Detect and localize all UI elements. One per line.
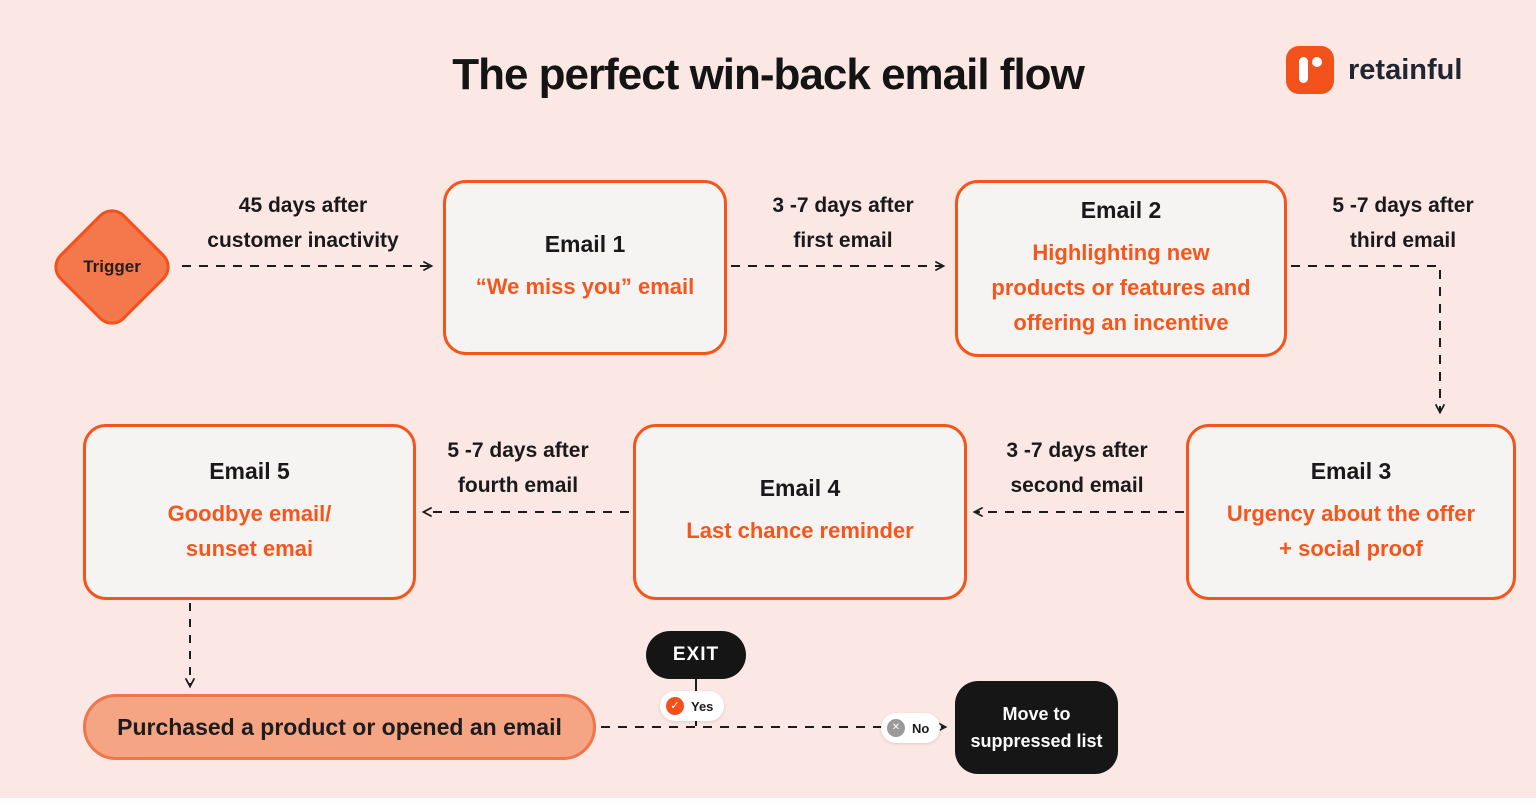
email-5-desc: Goodbye email/ sunset emai [167,500,332,561]
yes-check-icon: ✓ [666,697,684,715]
outcome-node: Purchased a product or opened an email [83,694,596,760]
suppressed-list-label: Move to suppressed list [970,704,1103,751]
email-5-node: Email 5 Goodbye email/ sunset emai [83,424,416,600]
exit-node: EXIT [646,631,746,679]
yes-label: Yes [691,698,714,714]
logo-r-dot [1312,57,1322,67]
arrow-email2-to-email3 [1291,265,1445,415]
no-badge: ✕ No [881,713,941,743]
trigger-node: Trigger [46,201,178,333]
retainful-logo: retainful [1286,46,1462,94]
email-1-desc: “We miss you” email [475,273,695,299]
no-cross-icon: ✕ [887,719,905,737]
email-3-desc: Urgency about the offer + social proof [1226,500,1476,561]
exit-label: EXIT [672,644,720,665]
brand-name: retainful [1348,53,1463,86]
email-1-node: Email 1 “We miss you” email [443,180,727,355]
connector-label-third-email: 5 -7 days after third email [1332,194,1474,253]
yes-badge: ✓ Yes [660,691,725,721]
email-4-title: Email 4 [759,475,841,502]
email-1-title: Email 1 [544,230,626,257]
logo-r-stem [1299,57,1308,83]
email-4-desc: Last chance reminder [686,518,914,544]
email-2-desc: Highlighting new products or features an… [991,239,1251,336]
email-2-node: Email 2 Highlighting new products or fea… [955,180,1287,357]
outcome-label: Purchased a product or opened an email [117,713,562,740]
bottom-edge-strip [0,798,1536,804]
connector-label-second-email: 3 -7 days after second email [1006,439,1148,498]
suppressed-list-node: Move to suppressed list [955,681,1118,774]
connector-label-45-days: 45 days after customer inactivity [207,194,399,253]
email-4-node: Email 4 Last chance reminder [633,424,967,600]
page-title: The perfect win-back email flow [452,50,1085,99]
no-label: No [912,720,930,736]
connector-label-first-email: 3 -7 days after first email [772,194,914,253]
email-5-title: Email 5 [209,457,290,484]
email-3-title: Email 3 [1310,457,1392,484]
connector-label-fourth-email: 5 -7 days after fourth email [447,439,589,498]
trigger-label: Trigger [83,257,141,276]
retainful-logo-icon [1286,46,1334,94]
email-2-title: Email 2 [1080,196,1162,223]
email-3-node: Email 3 Urgency about the offer + social… [1186,424,1516,600]
